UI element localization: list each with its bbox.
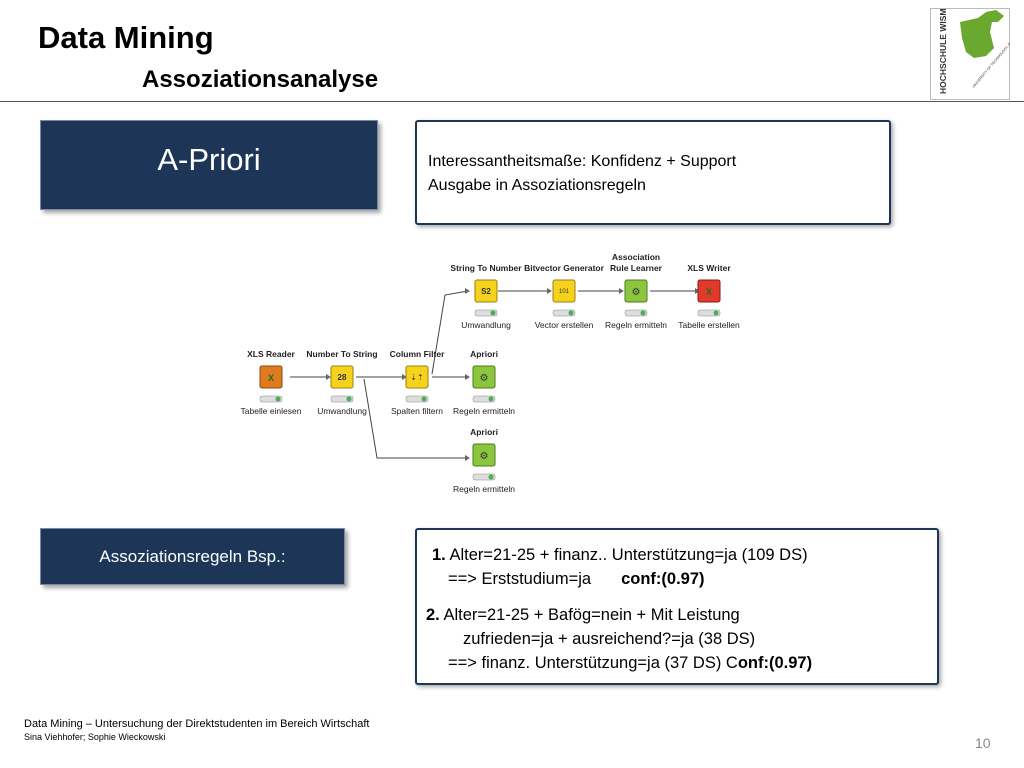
node-icon-apriori-1[interactable]	[472, 365, 496, 389]
node-status-bitvector-generator: Vector erstellen	[535, 320, 594, 330]
logo-text: HOCHSCHULE WISMAR	[938, 8, 948, 94]
node-title-xls-reader: XLS Reader	[247, 349, 295, 359]
rule-2-text: Alter=21-25 + Bafög=nein + Mit Leistung	[439, 606, 740, 624]
node-glyph-xls-reader: X	[268, 373, 274, 383]
node-glyph-bitvector-generator: 101	[559, 289, 570, 295]
node-glyph-xls-writer: X	[706, 287, 712, 297]
footer-authors: Sina Viehhofer; Sophie Wieckowski	[24, 732, 166, 742]
info-box: Interessantheitsmaße: Konfidenz + Suppor…	[415, 120, 891, 225]
node-icon-apriori-2[interactable]	[472, 443, 496, 467]
apriori-label: A-Priori	[157, 142, 261, 177]
slide-subtitle: Assoziationsanalyse	[142, 66, 379, 93]
example-box: Assoziationsregeln Bsp.:	[40, 528, 345, 585]
apriori-box: A-Priori	[40, 120, 378, 210]
node-glyph-number-to-string: 28	[338, 373, 347, 382]
rule-2-line-1: 2. Alter=21-25 + Bafög=nein + Mit Leistu…	[426, 606, 740, 625]
status-ok-icon	[640, 310, 646, 316]
rule-1-line-2: ==> Erststudium=ja conf:(0.97)	[448, 570, 705, 589]
info-line-1: Interessantheitsmaße: Konfidenz + Suppor…	[428, 153, 737, 170]
node-title-apriori-1: Apriori	[470, 349, 498, 359]
node-title-xls-writer: XLS Writer	[687, 263, 731, 273]
rule-1-number: 1.	[432, 546, 446, 564]
node-title-string-to-number: String To Number	[450, 263, 522, 273]
university-logo: HOCHSCHULE WISMAR UNIVERSITY OF TECHNOLO…	[930, 8, 1010, 100]
node-status-association-rule-learner: Regeln ermitteln	[605, 320, 667, 330]
node-glyph-apriori-1: ⚙	[480, 373, 489, 384]
node-icon-association-rule-learner[interactable]	[624, 279, 648, 303]
node-glyph-string-to-number: S2	[481, 287, 491, 296]
node-status-apriori-2: Regeln ermitteln	[453, 484, 515, 494]
node-title-bitvector-generator: Bitvector Generator	[524, 263, 605, 273]
rule-2-line-3: ==> finanz. Unterstützung=ja (37 DS) Con…	[448, 654, 812, 673]
status-ok-icon	[490, 310, 496, 316]
status-ok-icon	[275, 396, 281, 402]
status-ok-icon	[488, 396, 494, 402]
page-number: 10	[975, 735, 991, 751]
rule-1-then: ==> Erststudium=ja	[448, 570, 592, 588]
node-status-xls-writer: Tabelle erstellen	[678, 320, 740, 330]
rule-2-conf: onf:(0.97)	[737, 654, 813, 672]
status-ok-icon	[346, 396, 352, 402]
node-glyph-apriori-2: ⚙	[480, 451, 489, 462]
node-status-xls-reader: Tabelle einlesen	[241, 406, 302, 416]
node-glyph-column-filter: ⇣⇡	[410, 373, 423, 382]
knime-workflow: XLS Reader X Tabelle einlesen Number To …	[241, 252, 740, 494]
status-ok-icon	[568, 310, 574, 316]
rule-2-number: 2.	[426, 606, 440, 624]
rule-1-text: Alter=21-25 + finanz.. Unterstützung=ja …	[445, 546, 808, 564]
slide-title: Data Mining	[38, 20, 214, 55]
example-label: Assoziationsregeln Bsp.:	[99, 546, 286, 566]
node-title-column-filter: Column Filter	[390, 349, 445, 359]
node-icon-xls-writer[interactable]	[697, 279, 721, 303]
rule-2-then: ==> finanz. Unterstützung=ja (37 DS) C	[448, 654, 738, 672]
node-icon-number-to-string[interactable]	[330, 365, 354, 389]
node-title-apriori-2: Apriori	[470, 427, 498, 437]
node-status-apriori-1: Regeln ermitteln	[453, 406, 515, 416]
info-line-2: Ausgabe in Assoziationsregeln	[428, 177, 646, 194]
rule-1-conf: conf:(0.97)	[621, 570, 705, 588]
node-glyph-association-rule-learner: ⚙	[632, 287, 641, 298]
footer-title: Data Mining – Untersuchung der Direktstu…	[24, 718, 370, 730]
rule-1-line-1: 1. Alter=21-25 + finanz.. Unterstützung=…	[432, 546, 808, 565]
node-title-association-line-2: Rule Learner	[610, 263, 663, 273]
status-ok-icon	[421, 396, 427, 402]
status-ok-icon	[488, 474, 494, 480]
header-divider	[0, 101, 1024, 102]
status-ok-icon	[713, 310, 719, 316]
node-status-string-to-number: Umwandlung	[461, 320, 511, 330]
rules-box: 1. Alter=21-25 + finanz.. Unterstützung=…	[415, 528, 939, 685]
node-title-association-line-1: Association	[612, 252, 660, 262]
node-icon-bitvector-generator[interactable]	[552, 279, 576, 303]
node-status-column-filter: Spalten filtern	[391, 406, 443, 416]
node-icon-column-filter[interactable]	[405, 365, 429, 389]
node-icon-xls-reader[interactable]	[259, 365, 283, 389]
node-icon-string-to-number[interactable]	[474, 279, 498, 303]
rule-2-line-2: zufrieden=ja + ausreichend?=ja (38 DS)	[463, 630, 756, 648]
node-title-number-to-string: Number To String	[306, 349, 377, 359]
node-status-number-to-string: Umwandlung	[317, 406, 367, 416]
